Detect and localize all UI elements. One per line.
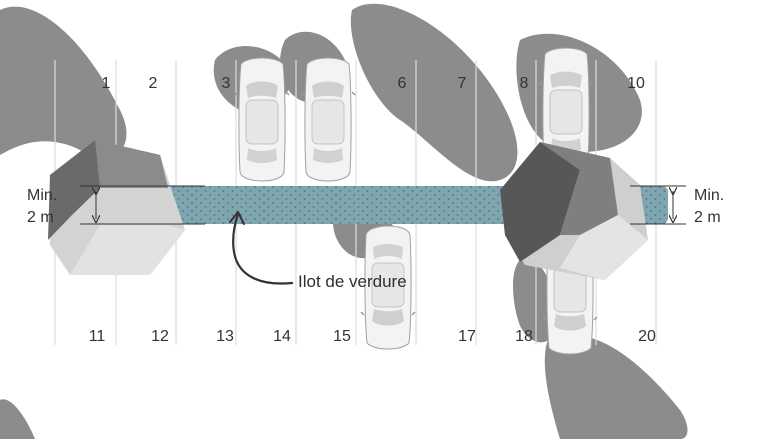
car-space-4 [300,57,356,182]
space-number: 13 [216,328,234,345]
space-numbers-bottom: 11 12 13 14 15 17 18 20 [89,328,656,345]
space-number: 12 [151,328,169,345]
dimension-right [630,185,686,225]
dimension-label-left-line1: Min. [27,187,57,204]
space-number: 2 [149,75,158,92]
space-number: 20 [638,328,656,345]
space-number: 7 [458,75,467,92]
dimension-label-left-line2: 2 m [27,209,54,226]
space-number: 11 [89,328,106,345]
space-number: 6 [398,75,407,92]
tree-left [48,140,185,275]
space-number: 1 [102,75,111,92]
space-number: 18 [515,328,533,345]
green-island-label: Ilot de verdure [298,272,407,291]
callout-arrowhead [229,211,245,225]
space-number: 17 [458,328,476,345]
dimension-label-right-line1: Min. [694,187,724,204]
space-number: 14 [273,328,291,345]
callout-arrow [232,212,294,285]
space-number: 15 [333,328,351,345]
dimension-label-right-line2: 2 m [694,209,721,226]
space-numbers-top: 1 2 3 6 7 8 10 [102,75,645,92]
space-number: 10 [627,75,645,92]
space-number: 8 [520,75,529,92]
car-space-3 [234,57,290,182]
space-number: 3 [222,75,231,92]
tree-right [500,142,648,280]
dimension-left [80,185,205,225]
